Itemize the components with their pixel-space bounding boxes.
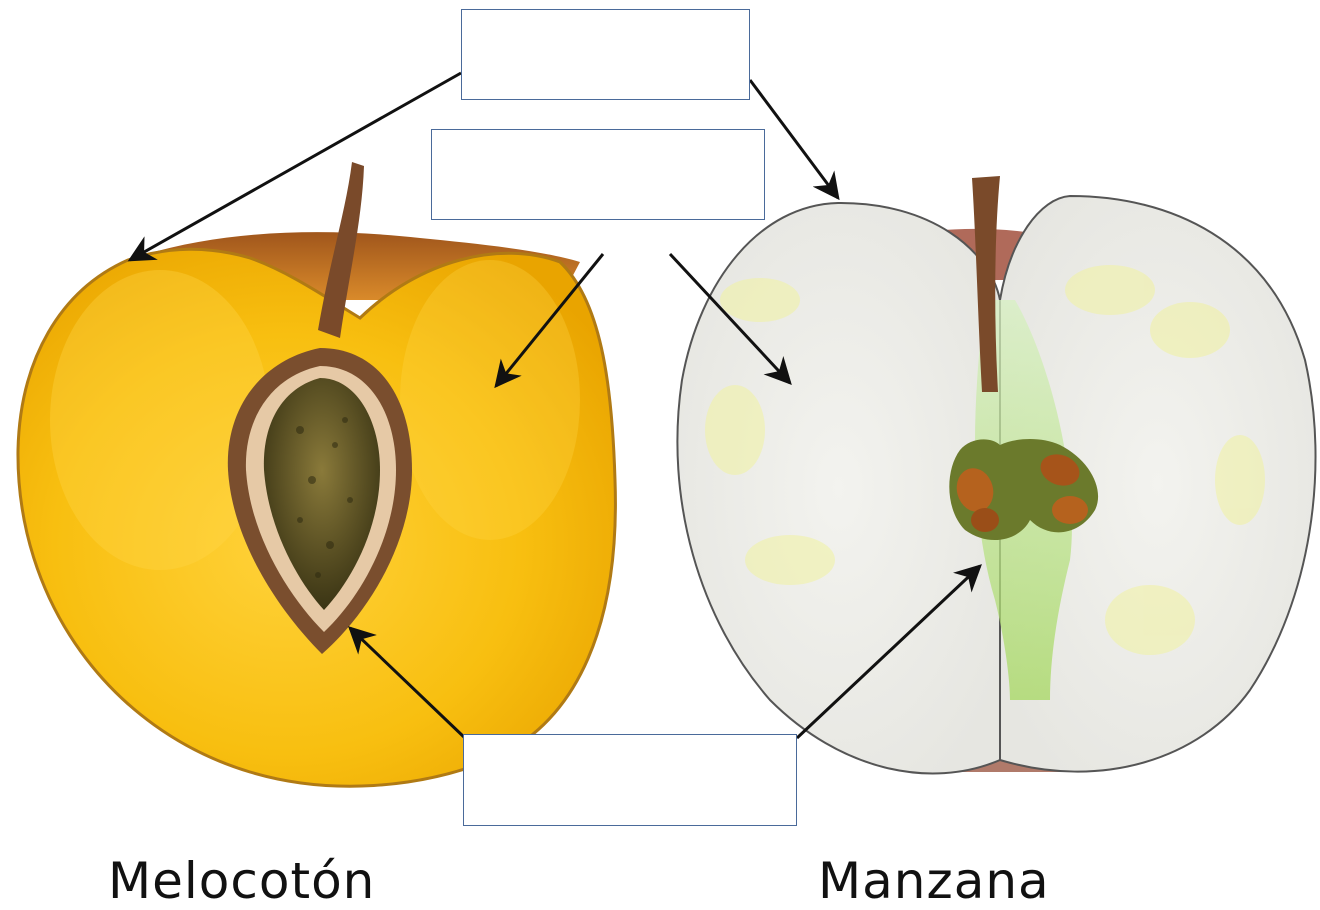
arrow-top-to-peach-skin — [130, 73, 461, 260]
peach-caption: Melocotón — [108, 852, 375, 910]
apple-seed — [971, 508, 999, 532]
apple-caption: Manzana — [818, 852, 1050, 910]
label-box-seed[interactable] — [463, 734, 797, 826]
apple — [677, 176, 1315, 774]
label-box-skin[interactable] — [461, 9, 750, 100]
label-box-flesh[interactable] — [431, 129, 765, 220]
apple-seed — [1052, 496, 1088, 524]
peach — [18, 162, 615, 786]
